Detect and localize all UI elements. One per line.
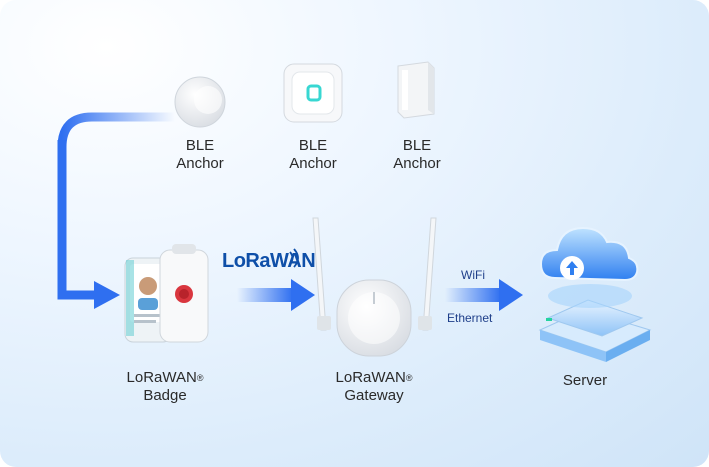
lorawan-logo: LoRaWAN [222,250,316,272]
link-wifi-label: WiFi [461,268,485,282]
badge-label: LoRaWAN® Badge [110,369,220,405]
anchor-label-1-line2: Anchor [176,155,224,172]
ble-anchor-round-icon [174,76,226,128]
lorawan-gateway-icon [312,217,437,357]
gateway-label: LoRaWAN® Gateway [319,369,429,405]
anchor-label-2-line1: BLE [298,137,328,154]
cloud-server-icon [538,226,652,362]
gateway-reg-mark: ® [405,373,413,383]
gateway-to-server-arrow [445,279,523,311]
anchor-to-badge-arrow [57,112,175,309]
badge-to-gateway-arrow [237,279,315,311]
anchor-label-2: BLE Anchor [283,137,343,173]
badge-label-line2: Badge [143,387,187,404]
lorawan-signal-icon [289,248,299,268]
ble-anchor-square-icon [283,63,343,123]
gateway-label-line2: Gateway [344,387,404,404]
gateway-label-line1: LoRaWAN [335,369,406,386]
anchor-label-3: BLE Anchor [387,137,447,173]
anchor-label-3-line2: Anchor [393,155,441,172]
lorawan-badge-icon [124,244,209,343]
anchor-label-3-line1: BLE [402,137,432,154]
link-ethernet-label: Ethernet [447,311,493,325]
anchor-label-1-line1: BLE [185,137,215,154]
anchor-label-2-line2: Anchor [289,155,337,172]
server-label: Server [562,372,608,389]
anchor-label-1: BLE Anchor [170,137,230,173]
badge-reg-mark: ® [196,373,204,383]
badge-label-line1: LoRaWAN [126,369,197,386]
ble-anchor-tall-icon [397,61,435,119]
